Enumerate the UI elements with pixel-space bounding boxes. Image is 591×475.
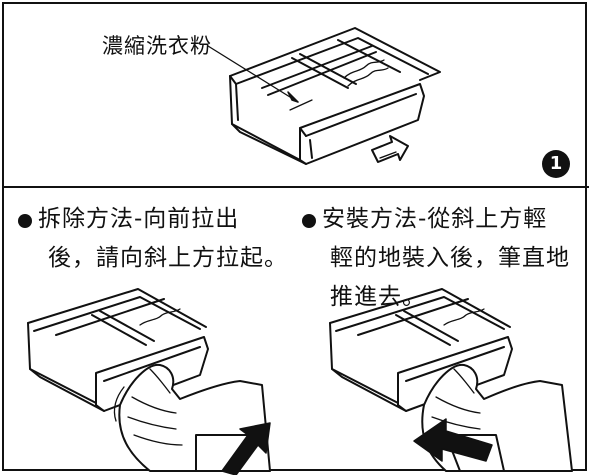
installation-illustration [329,288,573,472]
removal-bullet [18,214,32,228]
panel-divider [2,186,589,188]
installation-instructions: 安裝方法-從斜上方輕 輕的地裝入後，筆直地 推進去。 [322,200,570,317]
detergent-drawer-illustration [207,27,441,165]
installation-line-1: 安裝方法-從斜上方輕 [322,206,548,232]
diagram-frame [2,2,587,471]
detergent-callout-label: 濃縮洗衣粉 [102,34,212,58]
removal-instructions: 拆除方法-向前拉出 後，請向斜上方拉起。 [38,200,288,278]
removal-illustration [27,288,271,475]
installation-line-3: 推進去。 [330,284,426,310]
removal-line-1: 拆除方法-向前拉出 [38,206,240,232]
installation-line-2: 輕的地裝入後，筆直地 [330,245,570,271]
installation-bullet [302,214,316,228]
step-number-badge: 1 [542,150,570,178]
removal-line-2: 後，請向斜上方拉起。 [48,245,288,271]
